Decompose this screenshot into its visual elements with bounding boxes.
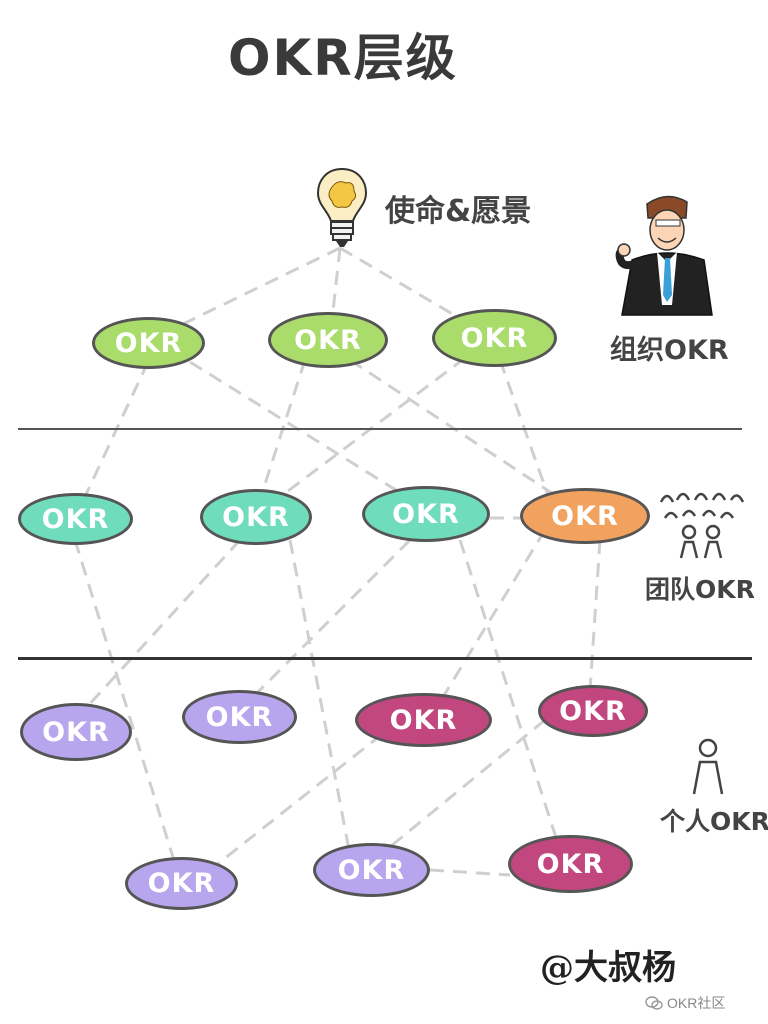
org-okr-node[interactable]: OKR [268, 312, 388, 368]
page-title: OKR层级 [228, 29, 458, 87]
connector-line [379, 718, 546, 857]
connector-line [279, 356, 466, 499]
watermark: OKR社区 [645, 993, 725, 1013]
connector-line [189, 360, 421, 507]
connector-line [149, 246, 341, 342]
org-okr-node[interactable]: OKR [92, 317, 205, 369]
connector-line [73, 538, 242, 722]
connector-line [588, 539, 602, 691]
connector-line [349, 358, 586, 517]
personal-okr-node[interactable]: OKR [125, 857, 238, 910]
connector-line [243, 538, 412, 707]
lightbulb-icon [316, 167, 368, 247]
personal-okr-node[interactable]: OKR [182, 690, 297, 744]
team-okr-label: 团队OKR [645, 575, 755, 604]
person-icon [692, 738, 724, 795]
team-okr-node[interactable]: OKR [200, 489, 312, 545]
mission-vision-label: 使命&愿景 [385, 194, 532, 229]
personal-okr-node[interactable]: OKR [313, 843, 430, 897]
connector-line [209, 718, 401, 872]
org-team-divider [18, 428, 742, 430]
org-okr-node[interactable]: OKR [432, 309, 557, 367]
personal-okr-node[interactable]: OKR [538, 685, 648, 737]
connector-line [429, 868, 511, 877]
connector-line [253, 359, 307, 516]
connector-line [458, 539, 562, 851]
connector-line [433, 529, 547, 711]
team-okr-node[interactable]: OKR [362, 486, 490, 542]
connector-line [73, 539, 182, 881]
connector-line [288, 539, 352, 856]
org-okr-label: 组织OKR [610, 335, 729, 366]
personal-okr-label: 个人OKR [660, 807, 768, 836]
personal-okr-node[interactable]: OKR [355, 693, 492, 747]
team-okr-node[interactable]: OKR [18, 493, 133, 545]
team-okr-node-highlighted[interactable]: OKR [520, 488, 650, 544]
connector-line [498, 359, 557, 516]
wechat-icon [645, 996, 663, 1010]
team-people-icon [659, 492, 745, 559]
personal-okr-node[interactable]: OKR [20, 703, 132, 761]
team-personal-divider [18, 657, 752, 660]
businessman-icon [615, 195, 713, 316]
watermark-text: OKR社区 [667, 995, 726, 1011]
connector-line [73, 361, 150, 519]
author-signature: @大叔杨 [540, 948, 676, 988]
personal-okr-node[interactable]: OKR [508, 835, 633, 893]
